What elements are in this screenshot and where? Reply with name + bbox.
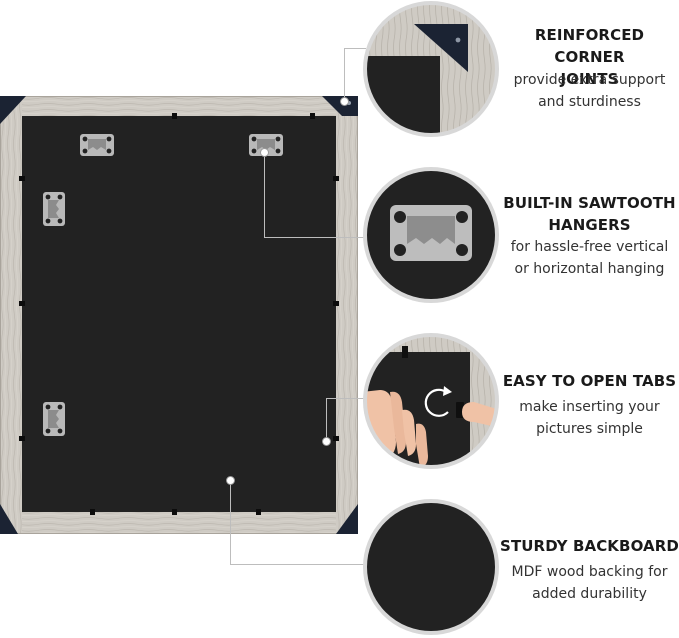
- feature-desc-line: or horizontal hanging: [514, 261, 665, 277]
- callout-line: [264, 237, 366, 238]
- feature-desc: MDF wood backing for added durability: [500, 561, 679, 605]
- callout-line: [344, 48, 366, 49]
- callout-dot: [226, 476, 235, 485]
- callout-line: [344, 48, 345, 100]
- corner-bracket-icon: [328, 504, 358, 534]
- feature-desc-line: MDF wood backing for: [511, 564, 668, 580]
- feature-desc: make inserting your pictures simple: [500, 396, 679, 440]
- feature-title: EASY TO OPEN TABS: [500, 370, 679, 392]
- feature-desc-line: for hassle-free vertical: [510, 239, 669, 255]
- feature-desc-line: added durability: [532, 586, 647, 602]
- corner-detail-circle: [362, 0, 500, 138]
- feature-title-line: STURDY BACKBOARD: [500, 537, 679, 555]
- corner-bracket-icon: [0, 504, 28, 534]
- callout-line: [230, 480, 231, 565]
- callout-dot: [322, 437, 331, 446]
- callout-line: [326, 398, 366, 399]
- sawtooth-hanger-icon: [43, 402, 65, 436]
- feature-title-line: EASY TO OPEN TABS: [502, 372, 677, 390]
- feature-desc-line: pictures simple: [536, 421, 643, 437]
- feature-title-line: HANGERS: [548, 216, 631, 234]
- feature-title: REINFORCED CORNER JOINTS: [500, 24, 679, 90]
- feature-desc-line: make inserting your: [519, 399, 660, 415]
- callout-line: [264, 152, 265, 238]
- feature-title: STURDY BACKBOARD: [500, 535, 679, 557]
- feature-title-line: JOINTS: [560, 70, 619, 88]
- callout-line: [326, 398, 327, 440]
- feature-title-line: REINFORCED CORNER: [534, 26, 645, 66]
- feature-desc-line: and sturdiness: [538, 94, 641, 110]
- feature-desc-line: provide extra support: [513, 72, 666, 88]
- feature-desc: for hassle-free vertical or horizontal h…: [500, 236, 679, 280]
- backboard-detail-circle: [362, 498, 500, 636]
- feature-desc: provide extra support and sturdiness: [500, 69, 679, 113]
- callout-dot: [260, 148, 269, 157]
- sawtooth-hanger-icon: [80, 134, 114, 156]
- frame-back-view: [0, 96, 358, 534]
- sawtooth-hanger-icon: [249, 134, 283, 156]
- tabs-detail-circle: [362, 332, 500, 470]
- corner-bracket-icon: [0, 96, 26, 124]
- feature-title-line: BUILT-IN SAWTOOTH: [503, 194, 676, 212]
- callout-line: [230, 564, 366, 565]
- hanger-detail-circle: [362, 166, 500, 304]
- sawtooth-hanger-icon: [43, 192, 65, 226]
- feature-title: BUILT-IN SAWTOOTH HANGERS: [500, 192, 679, 236]
- callout-dot: [340, 97, 349, 106]
- rotate-arrow-icon: [424, 386, 452, 417]
